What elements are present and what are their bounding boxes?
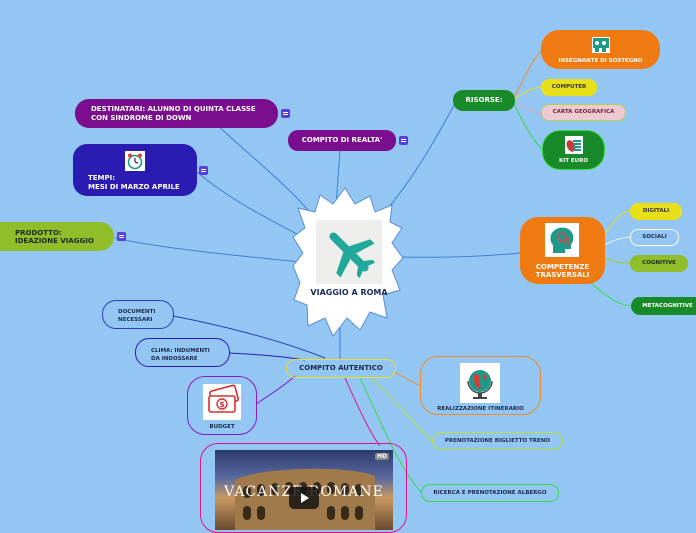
svg-text:$: $ (219, 400, 225, 409)
note-icon[interactable] (199, 166, 208, 175)
biglietto-node[interactable]: PRENOTAZIONE BIGLIETTO TRENO (432, 432, 563, 450)
play-icon (301, 493, 309, 503)
documenti-label: DOCUMENTI NECESSARI (118, 309, 156, 323)
mind-map-canvas: VIAGGIO A ROMA DESTINATARI: ALUNNO DI QU… (0, 30, 696, 533)
cognitive-node[interactable]: COGNITIVE (630, 255, 688, 272)
center-icon-box (316, 220, 382, 284)
risorse-label: RISORSE: (465, 96, 503, 104)
biglietto-label: PRENOTAZIONE BIGLIETTO TRENO (444, 438, 551, 444)
airplane-icon (329, 232, 376, 279)
teacher-board-icon (592, 37, 610, 53)
albergo-node[interactable]: RICERCA E PRENOTAZIONE ALBERGO (421, 484, 559, 502)
compito-realta-node[interactable]: COMPITO DI REALTA' (288, 130, 396, 151)
prodotto-label: PRODOTTO: IDEAZIONE VIAGGIO (15, 229, 94, 245)
destinatari-node[interactable]: DESTINATARI: ALUNNO DI QUINTA CLASSE CON… (75, 99, 278, 128)
note-icon[interactable] (281, 109, 290, 118)
compito-autentico-node[interactable]: COMPITO AUTENTICO (286, 359, 396, 378)
brain-gears-icon (545, 223, 579, 257)
destinatari-label: DESTINATARI: ALUNNO DI QUINTA CLASSE CON… (91, 105, 256, 122)
documenti-node[interactable]: DOCUMENTI NECESSARI (102, 300, 174, 329)
budget-label: BUDGET (209, 424, 235, 430)
video-thumbnail[interactable]: VACANZE ROMANE HD (215, 450, 393, 530)
money-bills-icon: $ (203, 384, 241, 420)
note-icon[interactable] (399, 136, 408, 145)
kit-euro-label: KIT EURO (558, 158, 589, 164)
computer-label: COMPUTER (551, 84, 587, 90)
risorse-node[interactable]: RISORSE: (453, 90, 515, 111)
play-button[interactable] (289, 487, 319, 509)
cognitive-label: COGNITIVE (642, 260, 676, 266)
insegnante-label: INSEGNANTE DI SOSTEGNO (558, 58, 643, 64)
albergo-label: RICERCA E PRENOTAZIONE ALBERGO (433, 490, 547, 496)
compito-realta-label: COMPITO DI REALTA' (301, 136, 383, 144)
prodotto-node[interactable]: PRODOTTO: IDEAZIONE VIAGGIO (0, 222, 114, 251)
sociali-node[interactable]: SOCIALI (630, 229, 679, 246)
metacognitive-node[interactable]: METACOGNITIVE (631, 297, 696, 315)
carta-geografica-label: CARTA GEOGRAFICA (552, 109, 615, 115)
competenze-label: COMPETENZE TRASVERSALI (535, 263, 590, 279)
money-kit-icon (565, 136, 583, 154)
globe-icon (460, 363, 500, 403)
hd-badge: HD (374, 453, 389, 460)
computer-node[interactable]: COMPUTER (541, 79, 597, 96)
itinerario-node[interactable]: REALIZZAZIONE ITINERARIO (420, 356, 541, 415)
alarm-clock-icon (125, 151, 145, 171)
clima-label: CLIMA: INDUMENTI DA INDOSSARE (151, 348, 210, 362)
sociali-label: SOCIALI (642, 234, 667, 240)
competenze-node[interactable]: COMPETENZE TRASVERSALI (520, 217, 605, 284)
tempi-node[interactable]: TEMPI: MESI DI MARZO APRILE (73, 144, 197, 196)
note-icon[interactable] (117, 232, 126, 241)
clima-node[interactable]: CLIMA: INDUMENTI DA INDOSSARE (135, 338, 230, 367)
itinerario-label: REALIZZAZIONE ITINERARIO (437, 406, 524, 412)
compito-autentico-label: COMPITO AUTENTICO (299, 364, 383, 372)
center-title: VIAGGIO A ROMA (310, 288, 388, 297)
metacognitive-label: METACOGNITIVE (642, 303, 693, 309)
carta-geografica-node[interactable]: CARTA GEOGRAFICA (541, 104, 626, 121)
tempi-label: TEMPI: MESI DI MARZO APRILE (88, 174, 180, 191)
digitali-node[interactable]: DIGITALI (630, 203, 682, 220)
budget-node[interactable]: $ BUDGET (187, 376, 257, 435)
kit-euro-node[interactable]: KIT EURO (542, 130, 605, 170)
insegnante-node[interactable]: INSEGNANTE DI SOSTEGNO (541, 30, 660, 69)
digitali-label: DIGITALI (642, 208, 670, 214)
